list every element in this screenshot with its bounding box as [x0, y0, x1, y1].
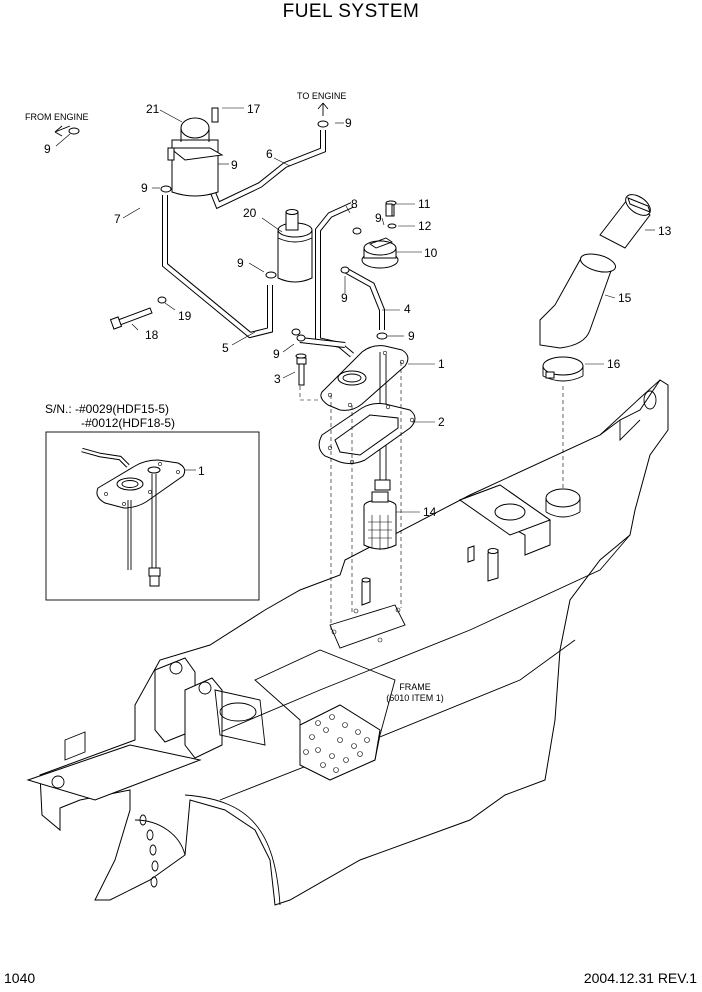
alignment-lines	[299, 362, 564, 630]
part-label: 16	[607, 357, 621, 371]
part-label: 9	[44, 142, 51, 156]
frame-item-label: (6010 ITEM 1)	[386, 693, 444, 703]
part-label: 20	[243, 206, 257, 220]
revision-date: 2004.12.31 REV.1	[584, 970, 697, 986]
part-label: 9	[408, 329, 415, 343]
part-label: 11	[418, 197, 431, 211]
part-label: 1	[198, 464, 205, 478]
part-label: 5	[222, 341, 229, 355]
part-number-labels: 9 9 21 17 9 9 6 7 20 9 8 9 11 12 10 9 4 …	[44, 102, 672, 519]
part-label: 13	[658, 224, 672, 238]
part-label: 21	[146, 102, 160, 116]
part-label: 2	[438, 415, 445, 429]
part-label: 14	[423, 505, 437, 519]
part-label: 10	[424, 246, 438, 260]
page-title: FUEL SYSTEM	[283, 1, 420, 22]
part-label: 17	[247, 102, 261, 116]
gasket-2	[318, 403, 416, 465]
part-label: 4	[404, 302, 411, 316]
part-label: 3	[274, 372, 281, 386]
part-label: 15	[618, 291, 632, 305]
part-label: 9	[231, 158, 238, 172]
part-label: 8	[351, 197, 358, 211]
filler-neck-15	[539, 253, 617, 349]
hose-clamps	[68, 120, 388, 342]
hose-band-16	[542, 356, 584, 382]
page-number: 1040	[4, 970, 35, 986]
strainer-14	[363, 491, 397, 550]
fuel-filter-20	[277, 209, 313, 283]
to-engine-label: TO ENGINE	[297, 91, 346, 101]
fasteners	[109, 203, 393, 386]
sn-label-hdf18: -#0012(HDF18-5)	[81, 416, 175, 430]
part-label: 9	[375, 211, 382, 225]
flow-arrows	[54, 102, 329, 137]
part-label: 9	[345, 116, 352, 130]
part-label: 9	[237, 256, 244, 270]
part-label: 19	[178, 309, 192, 323]
part-label: 18	[145, 328, 159, 342]
part-label: 9	[141, 181, 148, 195]
filler-cap-13	[599, 194, 651, 249]
frame-drawing	[26, 379, 669, 906]
part-label: 9	[341, 291, 348, 305]
serial-number-inset: S/N.: -#0029(HDF15-5) -#0012(HDF18-5) 1	[45, 402, 260, 601]
part-label: 7	[114, 212, 121, 226]
part-label: 9	[273, 347, 280, 361]
part-label: 6	[266, 147, 273, 161]
leader-lines	[55, 107, 655, 513]
inset-box	[45, 431, 260, 601]
from-engine-label: FROM ENGINE	[25, 112, 89, 122]
perforated-plate-holes	[303, 714, 370, 773]
part-label: 1	[438, 357, 445, 371]
fuel-filter-21	[167, 107, 224, 197]
part-label: 12	[418, 219, 432, 233]
frame-label: FRAME	[399, 682, 431, 692]
sn-label-hdf15: S/N.: -#0029(HDF15-5)	[45, 402, 169, 416]
